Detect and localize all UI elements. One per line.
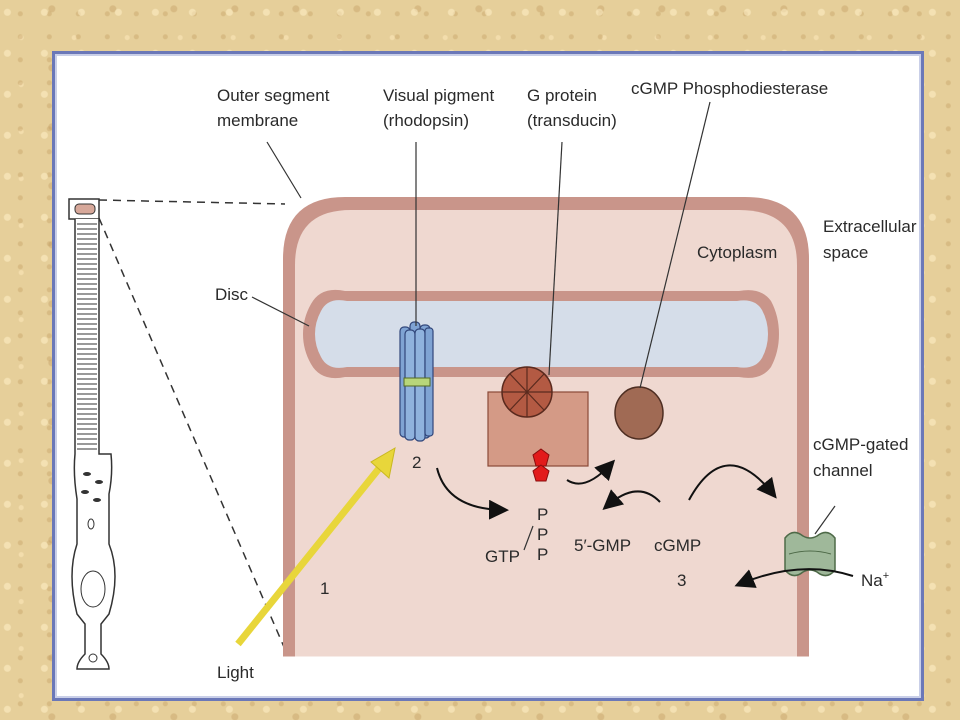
light-arrow	[235, 463, 384, 647]
g-protein-label: G protein	[527, 86, 597, 105]
retinal-chromophore	[403, 377, 431, 387]
phosphate-label: P	[537, 505, 548, 524]
leader-line	[814, 505, 836, 535]
mitochondrion	[81, 490, 89, 494]
light-arrow-head	[370, 447, 396, 479]
membrane-label: membrane	[217, 111, 298, 130]
leader-line	[266, 141, 302, 199]
pde-label: cGMP Phosphodiesterase	[631, 79, 828, 98]
channel-label: cGMP-gated	[813, 435, 908, 454]
rhodopsin	[399, 321, 434, 442]
phosphodiesterase	[614, 386, 664, 440]
phosphate-label: P	[537, 525, 548, 544]
mitochondrion	[93, 498, 101, 502]
outer-segment-label: Outer segment	[217, 86, 330, 105]
mitochondrion	[95, 480, 103, 484]
phototransduction-diagram: Outer segment membrane Visual pigment (r…	[68, 79, 917, 682]
mitochondrion	[83, 472, 91, 476]
rhodopsin-label: (rhodopsin)	[383, 111, 469, 130]
zoom-line	[98, 217, 288, 655]
step-2-label: 2	[412, 453, 421, 472]
transducin	[501, 366, 553, 418]
sodium-symbol: Na	[861, 571, 883, 590]
leader-line	[523, 525, 534, 551]
leader-line	[251, 296, 310, 327]
rod-cell	[68, 198, 116, 670]
activation-arrow	[436, 467, 509, 520]
leader-line	[639, 101, 711, 389]
synaptic-terminal	[88, 653, 98, 663]
light-label: Light	[217, 663, 254, 682]
cgmp-label: cGMP	[654, 536, 701, 555]
zoom-line	[98, 199, 286, 205]
space-label: space	[823, 243, 868, 262]
channel-label-2: channel	[813, 461, 873, 480]
disc-lumen	[315, 300, 768, 368]
step-3-label: 3	[677, 571, 686, 590]
sodium-label: Na+	[861, 570, 889, 590]
sodium-charge: +	[883, 570, 889, 582]
zoom-disc	[74, 203, 96, 215]
gtp-phosphates	[532, 464, 550, 482]
extracellular-label: Extracellular	[823, 217, 917, 236]
visual-pigment-label: Visual pigment	[383, 86, 494, 105]
rod-disc-stack	[77, 223, 97, 450]
hydrolysis-arrow	[602, 489, 661, 510]
phosphate-label: P	[537, 545, 548, 564]
disc-label: Disc	[215, 285, 249, 304]
cgmp-gated-channel	[784, 531, 836, 577]
pde-activation-arrow	[566, 459, 616, 485]
transducin-label: (transducin)	[527, 111, 617, 130]
nucleus	[80, 570, 106, 608]
five-gmp-label: 5′-GMP	[574, 536, 631, 555]
leader-line	[548, 141, 563, 376]
organelle	[87, 518, 95, 530]
gtp-label: GTP	[485, 547, 520, 566]
cytoplasm-label: Cytoplasm	[697, 243, 777, 262]
sodium-influx-arrow	[734, 568, 854, 588]
step-1-label: 1	[320, 579, 329, 598]
diagram-frame: Outer segment membrane Visual pigment (r…	[52, 51, 924, 701]
cgmp-to-channel-arrow	[688, 464, 777, 501]
